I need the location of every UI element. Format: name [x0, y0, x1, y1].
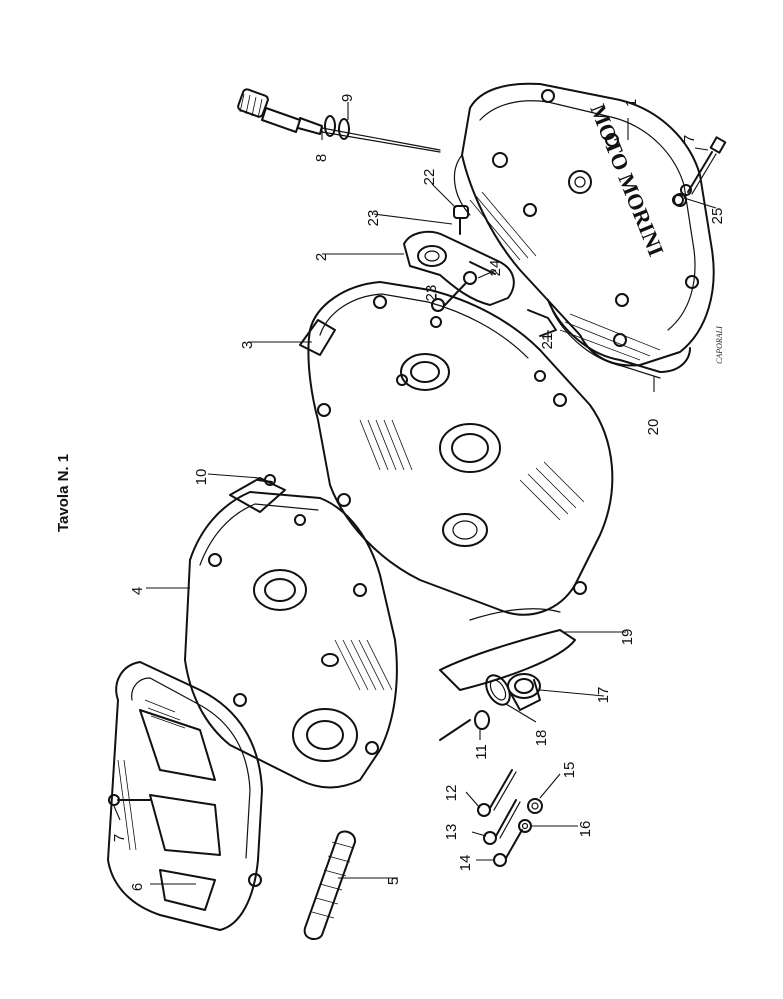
- label-2: 2: [313, 253, 330, 261]
- label-7-right: 7: [681, 135, 698, 143]
- part-9-washers: [324, 115, 350, 140]
- part-4-crankcase-left: [184, 477, 398, 789]
- part-19-gasket: [439, 608, 576, 691]
- label-8: 8: [313, 154, 330, 162]
- label-10: 10: [193, 469, 210, 486]
- part-23-screw: [430, 298, 445, 328]
- label-6: 6: [129, 883, 146, 891]
- cover-logo: MOTO MORINI: [585, 101, 669, 260]
- part-17-plug: [507, 673, 541, 711]
- part-13-bolt: [483, 799, 521, 845]
- label-23-upper: 23: [365, 210, 382, 227]
- part-11-stud: [439, 710, 490, 741]
- part-number-labels: 1 2 3 4 5 6 7 7 8 9 10 11 12 13 14 15 16…: [111, 94, 726, 891]
- label-7-left: 7: [111, 834, 128, 842]
- part-25-washers: [672, 184, 692, 206]
- label-16: 16: [577, 821, 594, 838]
- label-24: 24: [487, 260, 504, 277]
- part-8-dipstick: [237, 88, 441, 153]
- part-6-side-cover: [107, 661, 263, 931]
- label-23-lower: 23: [423, 285, 440, 302]
- part-14-bolt: [493, 829, 523, 867]
- label-3: 3: [239, 341, 256, 349]
- label-19: 19: [619, 629, 636, 646]
- label-14: 14: [457, 855, 474, 872]
- label-17: 17: [595, 687, 612, 704]
- label-20: 20: [645, 419, 662, 436]
- part-16-nut: [518, 819, 532, 833]
- part-5-hose: [303, 830, 356, 941]
- part-24-screw: [444, 271, 477, 306]
- part-18-o-ring: [485, 674, 511, 706]
- label-5: 5: [385, 877, 402, 885]
- part-15-washer: [527, 798, 543, 814]
- label-11: 11: [473, 744, 490, 760]
- label-12: 12: [443, 785, 460, 802]
- label-25: 25: [709, 208, 726, 225]
- label-13: 13: [443, 824, 460, 841]
- part-3-crankcase-right: [299, 281, 614, 616]
- label-21: 21: [539, 333, 556, 350]
- part-21-spacer: [527, 309, 557, 337]
- part-1-clutch-cover: MOTO MORINI: [453, 82, 715, 367]
- leader-lines: [113, 102, 717, 885]
- label-18: 18: [533, 730, 550, 747]
- label-9: 9: [339, 94, 356, 102]
- part-12-bolt: [477, 769, 517, 817]
- label-15: 15: [561, 762, 578, 779]
- label-22: 22: [421, 169, 438, 186]
- part-7-bolt-right: [687, 136, 727, 195]
- artist-signature: CAPORALI: [715, 326, 724, 364]
- part-20-gasket: [547, 299, 691, 379]
- label-1: 1: [623, 99, 640, 107]
- diagram-title: Tavola N. 1: [55, 454, 72, 532]
- part-22-bolt: [453, 205, 469, 235]
- label-4: 4: [129, 587, 146, 595]
- part-10-stud: [257, 474, 276, 486]
